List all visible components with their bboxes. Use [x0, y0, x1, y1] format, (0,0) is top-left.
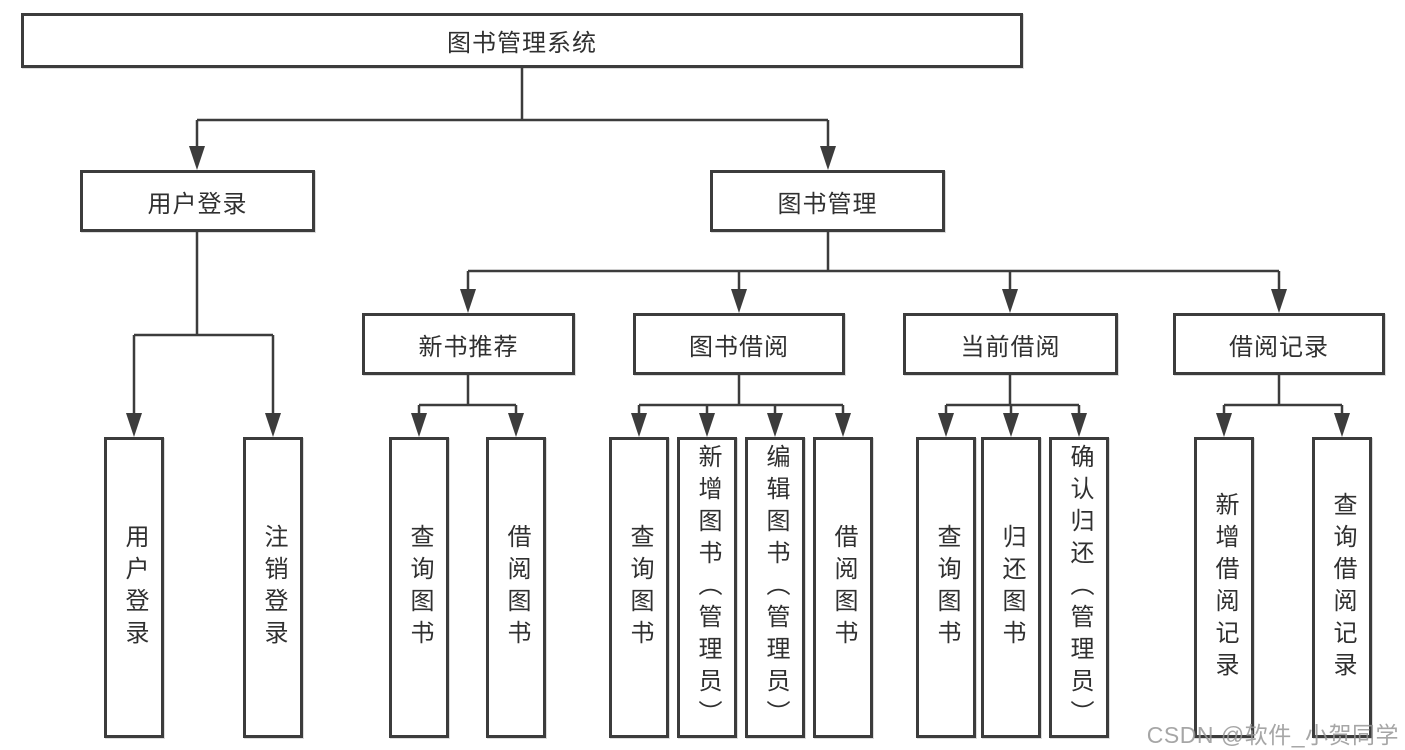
node-book-management: 图书管理: [710, 170, 945, 232]
leaf-return-books: 归还图书: [981, 437, 1041, 738]
node-book-borrow: 图书借阅: [633, 313, 845, 375]
watermark: CSDN @软件_小贺同学: [1146, 722, 1399, 748]
leaf-query-books-recommend: 查询图书: [389, 437, 449, 738]
arrowhead-icons: [126, 146, 1350, 437]
node-borrow-record: 借阅记录: [1173, 313, 1385, 375]
leaf-borrow-books: 借阅图书: [813, 437, 873, 738]
leaf-logout-login: 注销登录: [243, 437, 303, 738]
node-new-book-recommend: 新书推荐: [362, 313, 575, 375]
leaf-add-borrow-record: 新增借阅记录: [1194, 437, 1254, 738]
leaf-add-books-admin: 新增图书（管理员）: [677, 437, 737, 738]
leaf-edit-books-admin: 编辑图书（管理员）: [745, 437, 805, 738]
leaf-query-books-borrow: 查询图书: [609, 437, 669, 738]
leaf-query-borrow-record: 查询借阅记录: [1312, 437, 1372, 738]
leaf-user-login: 用户登录: [104, 437, 164, 738]
node-root-system: 图书管理系统: [21, 13, 1023, 68]
leaf-borrow-books-recommend: 借阅图书: [486, 437, 546, 738]
node-user-login: 用户登录: [80, 170, 315, 232]
node-current-borrow: 当前借阅: [903, 313, 1118, 375]
leaf-query-books-current: 查询图书: [916, 437, 976, 738]
tree-branch-lines: [134, 68, 1342, 407]
leaf-confirm-return-admin: 确认归还（管理员）: [1049, 437, 1109, 738]
arrow-stems: [132, 120, 1344, 419]
